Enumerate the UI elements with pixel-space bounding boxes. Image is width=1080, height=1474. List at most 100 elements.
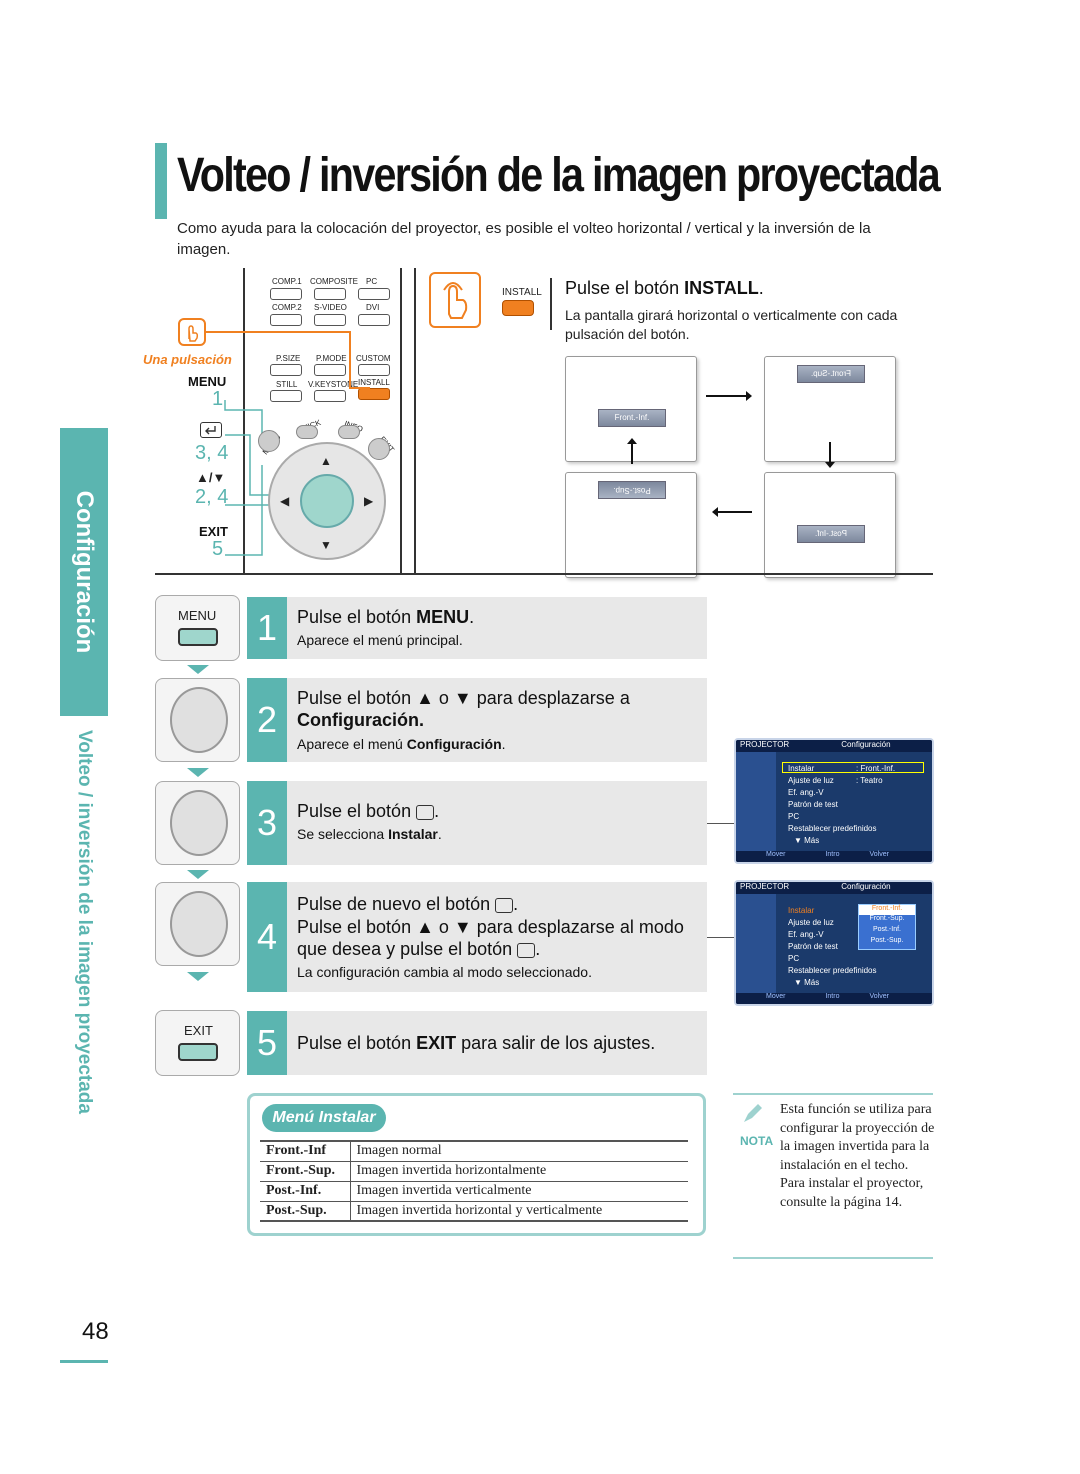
osd-1-value-1: : Teatro (856, 776, 883, 785)
dpad-up-icon[interactable]: ▲ (320, 454, 332, 468)
osd-2-icons (736, 894, 776, 994)
osd-2-option-2: Post.-Inf. (872, 926, 901, 933)
install-heading: Pulse el botón INSTALL. (565, 278, 764, 298)
dpad-left-icon[interactable]: ◀ (280, 494, 290, 508)
side-chapter-label: Volteo / inversión de la imagen proyecta… (74, 730, 95, 1114)
quick-button[interactable] (296, 425, 318, 439)
page-title: Volteo / inversión de la imagen proyecta… (177, 149, 941, 202)
osd1-connector (707, 823, 735, 824)
comp2-label: COMP.2 (272, 303, 302, 312)
dpad-icon-box-3 (155, 781, 240, 865)
psize-button[interactable] (270, 364, 302, 376)
exit-icon-box: EXIT (155, 1010, 240, 1076)
osd2-connector (707, 937, 735, 938)
pmode-button[interactable] (314, 364, 346, 376)
step-4-line3: que desea y pulse el botón . (297, 939, 541, 959)
install-button-remote[interactable] (358, 388, 390, 400)
osd-1-item-3: Patrón de test (788, 800, 838, 809)
install-hand-icon (429, 272, 481, 328)
enter-icon (200, 422, 222, 438)
step-1-sub: Aparece el menú principal. (297, 632, 463, 648)
dpad-updown-icon (170, 687, 228, 753)
still-button[interactable] (270, 390, 302, 402)
osd-1-item-1: Ajuste de luz (788, 776, 834, 785)
enter-key-icon (517, 942, 536, 958)
step-label-24: 2, 4 (195, 486, 229, 508)
info-button[interactable] (338, 425, 360, 439)
menu-button-remote[interactable] (258, 430, 280, 452)
step-4-number: 4 (247, 882, 287, 992)
osd-2-option-1: Front.-Sup. (869, 915, 905, 922)
step-label-1: 1 (212, 388, 224, 410)
osd-2-option-3: Post.-Sup. (870, 937, 904, 944)
dpad-icon-box-4 (155, 882, 240, 966)
nota-text: Esta función se utiliza para configurar … (780, 1102, 935, 1210)
exit-button-remote[interactable] (368, 438, 390, 460)
osd-2-item-6: ▼ Más (794, 978, 820, 987)
osd-2-item-0: Instalar (788, 906, 815, 915)
svideo-button[interactable] (314, 314, 346, 326)
step-3-sub: Se selecciona Instalar. (297, 826, 442, 842)
dvi-button[interactable] (358, 314, 390, 326)
comp2-button[interactable] (270, 314, 302, 326)
intro-text: Como ayuda para la colocación del proyec… (177, 220, 871, 258)
section-divider (155, 573, 933, 575)
step-5-number: 5 (247, 1011, 287, 1075)
step-5-text: Pulse el botón EXIT para salir de los aj… (297, 1033, 656, 1053)
flow-arrow-4 (187, 972, 209, 981)
still-label: STILL (276, 380, 298, 389)
flow-arrow-1 (187, 665, 209, 674)
dpad-icon-box-2 (155, 678, 240, 762)
remote-edge-right (400, 268, 402, 573)
section-tab-label: Configuración (71, 490, 98, 654)
remote-edge-left (243, 268, 245, 573)
enter-key-icon (495, 897, 514, 913)
dvi-label: DVI (366, 303, 380, 312)
table-row: Post.-Sup.Imagen invertida horizontal y … (260, 1201, 688, 1222)
menu-step-label: MENU (188, 374, 227, 389)
flow-arrow-3 (187, 870, 209, 879)
step-1-text: Pulse el botón MENU. (297, 607, 475, 627)
step-1-number: 1 (247, 597, 287, 659)
install-divider (550, 278, 552, 330)
step-3-number: 3 (247, 781, 287, 865)
custom-button[interactable] (358, 364, 390, 376)
osd-2-dropdown: Front.-Inf. Front.-Sup. Post.-Inf. Post.… (858, 904, 916, 950)
pc-label: PC (366, 277, 378, 286)
osd-2-option-0: Front.-Inf. (859, 905, 915, 915)
vkeystone-label: V.KEYSTONE (308, 380, 359, 389)
pc-button[interactable] (358, 288, 390, 300)
pencil-icon (740, 1100, 766, 1126)
install-connector (205, 331, 370, 389)
osd-1-item-2: Ef. ang.-V (788, 788, 824, 797)
custom-label: CUSTOM (356, 354, 391, 363)
screen-post-sup: Post.-Sup. (565, 472, 697, 578)
dpad[interactable]: ▲ ▼ ◀ ▶ (268, 442, 386, 560)
comp1-label: COMP.1 (272, 277, 302, 286)
nota-label: NOTA (740, 1134, 774, 1148)
updown-label: ▲/▼ (196, 470, 226, 485)
table-row: Front.-Sup.Imagen invertida horizontalme… (260, 1161, 688, 1182)
composite-button[interactable] (314, 288, 346, 300)
table-row: Post.-Inf.Imagen invertida verticalmente (260, 1181, 688, 1202)
vkeystone-button[interactable] (314, 390, 346, 402)
screen-post-inf: Post.-Inf. (764, 472, 896, 578)
step-2-line1: Pulse el botón ▲ o ▼ para desplazarse a (297, 688, 630, 708)
step-2-number: 2 (247, 678, 287, 762)
install-button[interactable] (502, 300, 534, 316)
page-number-rule (60, 1360, 108, 1363)
step-4-line1: Pulse de nuevo el botón . (297, 894, 519, 914)
osd-1-item-4: PC (788, 812, 800, 821)
dpad-down-icon[interactable]: ▼ (320, 538, 332, 552)
step-2: 2 Pulse el botón ▲ o ▼ para desplazarse … (247, 678, 707, 762)
comp1-button[interactable] (270, 288, 302, 300)
dpad-enter-button[interactable] (300, 474, 354, 528)
step-label-34: 3, 4 (195, 442, 229, 464)
osd-2-item-5: Restablecer predefinidos (788, 966, 877, 975)
dpad-right-icon[interactable]: ▶ (364, 494, 374, 508)
